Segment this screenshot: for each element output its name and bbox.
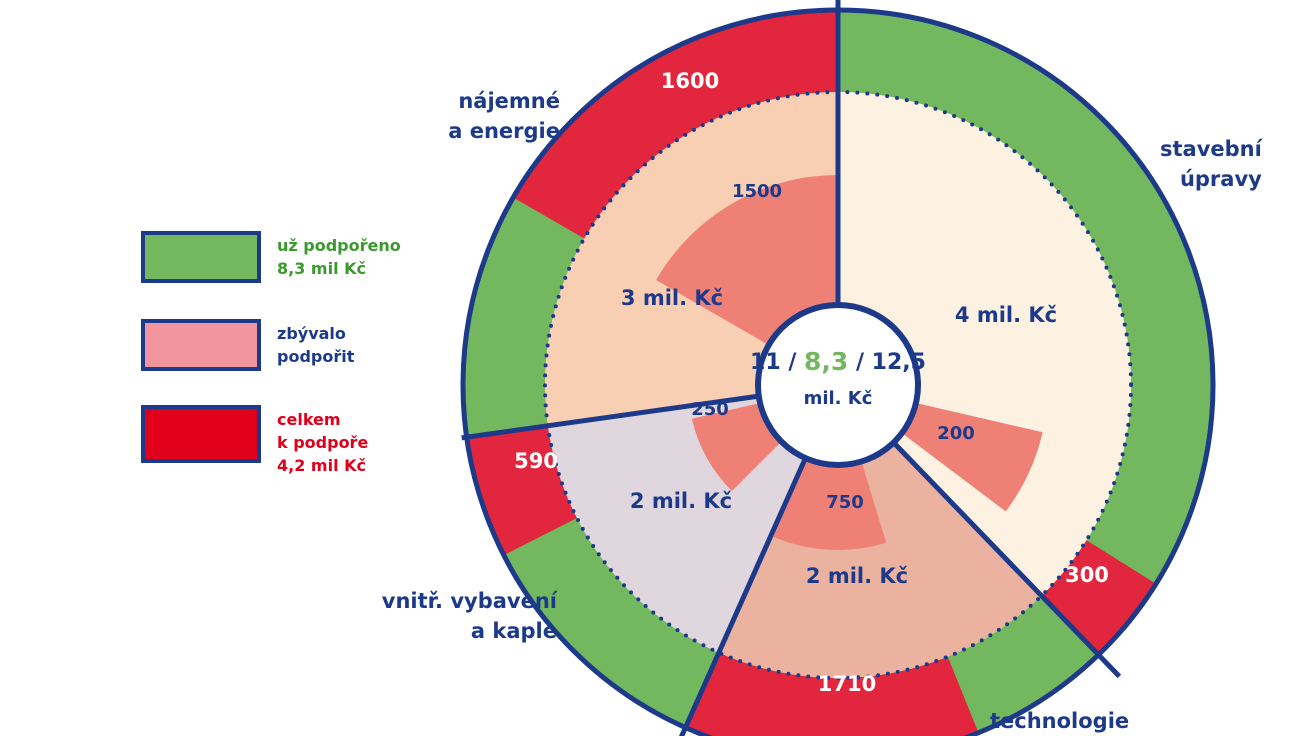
total-label-stavebni: 300 [1065, 563, 1109, 587]
legend-swatch-total [141, 405, 261, 463]
remaining-label-najemne: 1500 [732, 181, 782, 202]
remaining-label-vnitr: 250 [691, 399, 729, 420]
category-label-line: a kaple [470, 619, 557, 643]
legend-line: 8,3 mil Kč [277, 259, 367, 278]
legend-line: podpořit [277, 347, 355, 366]
budget-label-stavebni: 4 mil. Kč [955, 303, 1057, 327]
outer-ring-total-stavebni [1041, 540, 1157, 655]
total-label-najemne: 1600 [661, 69, 719, 93]
category-label-line: úpravy [1179, 167, 1262, 191]
budget-slice-stavebni [838, 92, 1131, 596]
legend-label-supported: už podpořeno 8,3 mil Kč [277, 234, 401, 280]
divider-line [461, 393, 760, 441]
remaining-label-technologie: 750 [826, 492, 864, 513]
remaining-wedge-stavebni [901, 402, 1043, 512]
legend-swatch-supported [141, 231, 261, 283]
divider-line [891, 440, 1122, 679]
center-hub [755, 302, 921, 468]
divider-line [678, 457, 808, 736]
legend-line: už podpořeno [277, 236, 401, 255]
category-label-najemne: nájemné a energie [380, 86, 560, 146]
remaining-wedge-technologie [773, 458, 887, 550]
category-label-line: technologie [990, 709, 1130, 733]
budget-label-technologie: 2 mil. Kč [806, 564, 908, 588]
total-label-technologie: 1710 [818, 672, 876, 696]
category-label-line: nájemné [458, 89, 560, 113]
remaining-wedge-vnitr [691, 402, 782, 492]
category-label-line: vnitř. vybavení [381, 589, 557, 613]
legend-line: k podpoře [277, 433, 369, 452]
legend-line: 4,2 mil Kč [277, 456, 367, 475]
legend-label-total: celkem k podpoře 4,2 mil Kč [277, 408, 368, 477]
budget-label-vnitr: 2 mil. Kč [630, 489, 732, 513]
category-label-line: a energie [448, 119, 560, 143]
legend-label-remaining: zbývalo podpořit [277, 322, 354, 368]
category-label-vnitr: vnitř. vybavení a kaple [347, 586, 557, 646]
legend-line: celkem [277, 410, 341, 429]
outer-ring-total-vnitr [466, 425, 577, 556]
category-label-stavebni: stavební úpravy [1160, 134, 1262, 194]
total-label-vnitr: 590 [514, 449, 558, 473]
legend-line: zbývalo [277, 324, 346, 343]
remaining-wedge-najemne [656, 175, 838, 345]
category-label-line: stavební [1160, 137, 1262, 161]
budget-label-najemne: 3 mil. Kč [621, 286, 723, 310]
outer-ring-total-technologie [685, 652, 979, 736]
legend-swatch-remaining [141, 319, 261, 371]
center-total-text: 11 / 8,3 / 12,5 [750, 347, 926, 376]
category-label-technologie: technologie [990, 706, 1129, 736]
center-unit-text: mil. Kč [804, 388, 873, 409]
outer-ring-total-najemne [513, 10, 838, 239]
remaining-label-stavebni: 200 [937, 423, 975, 444]
